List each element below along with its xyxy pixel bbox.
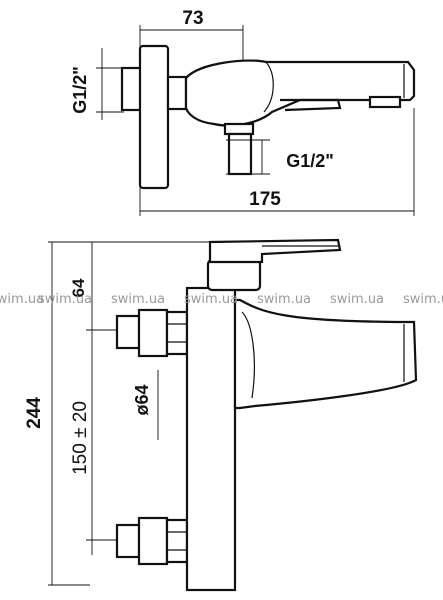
spout-side [233, 298, 418, 410]
side-view: 244 150 ± 20 64 ø64 [24, 238, 418, 592]
dim-244-label: 244 [24, 397, 45, 429]
dim-g12-out-label: G1/2" [286, 151, 334, 171]
spout-outlet-top [368, 95, 402, 109]
connection-nut-top [166, 75, 188, 111]
dim-150-label: 150 ± 20 [70, 401, 91, 475]
cartridge-housing [206, 258, 262, 292]
spout-contour [241, 311, 255, 399]
dim-g12-left-label: G1/2" [70, 66, 90, 114]
dim-73-label: 73 [182, 8, 203, 29]
lever-side [208, 238, 342, 264]
watermark-text: swim.ua [403, 292, 443, 307]
watermark-text: swim.ua [257, 292, 311, 307]
lower-nut [165, 518, 189, 564]
watermark-text: swim.ua [330, 292, 384, 307]
wall-rosette-top [138, 44, 170, 190]
lever-top [280, 98, 342, 112]
upper-inlet-stub [115, 314, 141, 350]
lower-inlet-stub [115, 523, 141, 559]
dim-partial-label: 64 [69, 278, 88, 297]
dim-175-label: 175 [249, 189, 281, 210]
upper-rosette [137, 308, 169, 358]
lower-rosette [137, 516, 169, 566]
watermark-text: swim.ua [0, 292, 44, 307]
mixer-body-top [184, 59, 416, 127]
watermark-text: swim.ua [111, 292, 165, 307]
watermark-text: swim.ua [38, 292, 92, 307]
watermark-text: swim.ua [184, 292, 238, 307]
watermark-row: swim.ua swim.ua swim.ua swim.ua swim.ua … [0, 292, 443, 307]
top-view: 73 G1/2" G1/2" 175 [70, 8, 416, 216]
dim-d64-label: ø64 [132, 384, 152, 415]
mixer-body-side [185, 286, 237, 592]
body-contour-line [263, 61, 274, 113]
outlet-collar [223, 122, 255, 136]
upper-nut [165, 310, 189, 356]
